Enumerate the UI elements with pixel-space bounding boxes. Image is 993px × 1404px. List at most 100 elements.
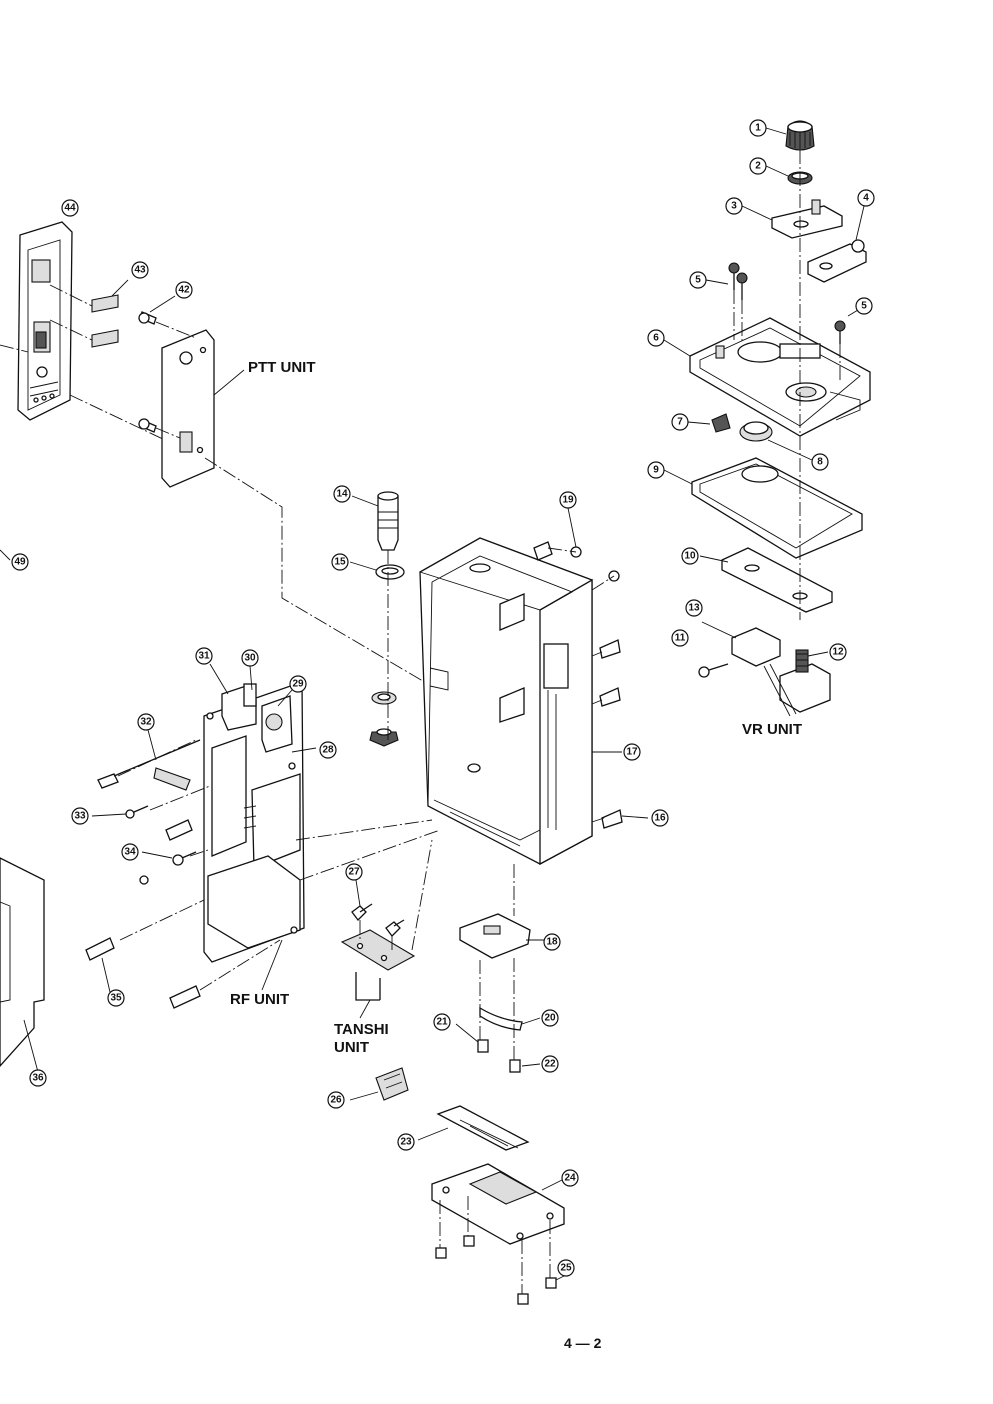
svg-text:16: 16 [654, 813, 666, 824]
svg-text:6: 6 [653, 333, 659, 344]
bottom-axes [479, 864, 515, 1060]
callout-13: 13 [685, 599, 703, 617]
svg-text:7: 7 [677, 417, 683, 428]
svg-text:49: 49 [14, 557, 26, 568]
svg-text:21: 21 [436, 1017, 448, 1028]
svg-text:27: 27 [348, 867, 360, 878]
callout-42: 42 [175, 281, 193, 299]
plate-10 [699, 547, 833, 613]
connector-14 [351, 491, 399, 551]
vr-unit-label: VR UNIT [742, 721, 802, 738]
callout-25: 25 [557, 1259, 575, 1277]
svg-text:18: 18 [546, 937, 558, 948]
washer-15 [349, 561, 405, 580]
callout-4: 4 [857, 189, 875, 207]
svg-text:34: 34 [124, 847, 136, 858]
svg-text:3: 3 [731, 201, 737, 212]
svg-text:5: 5 [861, 301, 867, 312]
svg-text:4: 4 [863, 193, 869, 204]
callout-44: 44 [61, 199, 79, 217]
spring-20 [479, 1006, 541, 1031]
svg-text:24: 24 [564, 1173, 576, 1184]
svg-text:14: 14 [336, 489, 348, 500]
callout-12: 12 [829, 643, 847, 661]
callout-16: 16 [651, 809, 669, 827]
svg-text:1: 1 [755, 123, 761, 134]
callout-49: 49 [11, 553, 29, 571]
svg-text:30: 30 [244, 653, 256, 664]
bracket-3 [741, 199, 843, 239]
callout-33: 33 [71, 807, 89, 825]
screws-5 [705, 262, 859, 344]
svg-text:33: 33 [74, 811, 86, 822]
washer-nut-stack [369, 691, 399, 747]
svg-text:31: 31 [198, 651, 210, 662]
svg-text:10: 10 [684, 551, 696, 562]
svg-text:35: 35 [110, 993, 122, 1004]
bracket-18 [459, 913, 546, 959]
svg-text:42: 42 [178, 285, 190, 296]
callout-21: 21 [433, 1013, 451, 1031]
tanshi-unit-label-line2: UNIT [334, 1039, 369, 1056]
svg-text:44: 44 [64, 203, 76, 214]
callout-24: 24 [561, 1169, 579, 1187]
vr-screw-axes [733, 290, 841, 380]
front-panel-44 [0, 221, 73, 421]
svg-text:22: 22 [544, 1059, 556, 1070]
callout-31: 31 [195, 647, 213, 665]
callout-34: 34 [121, 843, 139, 861]
tanshi-unit-label-line1: TANSHI [334, 1021, 389, 1038]
callouts: 1 2 3 4 5 5 6 7 8 9 10 11 12 13 14 15 16… [11, 119, 875, 1277]
rf-hardware [85, 663, 317, 1009]
svg-text:2: 2 [755, 161, 761, 172]
svg-text:28: 28 [322, 745, 334, 756]
svg-text:9: 9 [653, 465, 659, 476]
svg-text:23: 23 [400, 1137, 412, 1148]
callout-3: 3 [725, 197, 743, 215]
callout-27: 27 [345, 863, 363, 881]
svg-text:43: 43 [134, 265, 146, 276]
svg-text:19: 19 [562, 495, 574, 506]
svg-text:5: 5 [695, 275, 701, 286]
callout-8: 8 [811, 453, 829, 471]
callout-22: 22 [541, 1055, 559, 1073]
knob-1 [765, 120, 815, 151]
callout-29: 29 [289, 675, 307, 693]
callout-11: 11 [671, 629, 689, 647]
callout-5a: 5 [689, 271, 707, 289]
callout-35: 35 [107, 989, 125, 1007]
plate-4 [807, 205, 867, 283]
callout-43: 43 [131, 261, 149, 279]
screw-16 [601, 809, 649, 829]
callout-30: 30 [241, 649, 259, 667]
callout-19: 19 [559, 491, 577, 509]
grommet-8 [739, 421, 813, 461]
cap-7 [687, 413, 731, 433]
screw-21 [455, 1023, 489, 1053]
screw-42 [138, 295, 176, 325]
gasket-9 [663, 457, 863, 559]
bottom-plate-24 [431, 1163, 565, 1245]
callout-9: 9 [647, 461, 665, 479]
callout-10: 10 [681, 547, 699, 565]
callout-2: 2 [749, 157, 767, 175]
slide-23 [417, 1105, 530, 1151]
svg-text:25: 25 [560, 1263, 572, 1274]
case-screws [533, 507, 649, 829]
rf-unit-label: RF UNIT [230, 991, 289, 1008]
clip-26 [349, 1067, 409, 1101]
screw-11 [698, 663, 729, 678]
callout-1: 1 [749, 119, 767, 137]
screw-ptt-lower [138, 418, 157, 433]
screws-25 [435, 1196, 573, 1305]
rf-to-case [295, 819, 441, 881]
leader-49 [0, 549, 11, 561]
callout-15: 15 [331, 553, 349, 571]
svg-text:26: 26 [330, 1095, 342, 1106]
svg-text:32: 32 [140, 717, 152, 728]
svg-text:15: 15 [334, 557, 346, 568]
callout-14: 14 [333, 485, 351, 503]
callout-23: 23 [397, 1133, 415, 1151]
screw-19 [567, 507, 582, 558]
callout-7: 7 [671, 413, 689, 431]
